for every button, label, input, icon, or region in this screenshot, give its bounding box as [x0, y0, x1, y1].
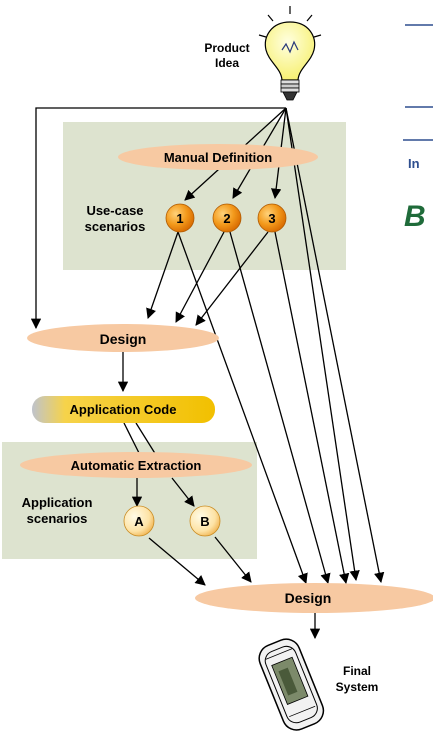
use-case-node-1-label: 1: [176, 211, 183, 226]
application-code-box: [32, 396, 215, 423]
app-node-b-label: B: [200, 514, 209, 529]
edge-code-extraction-1: [123, 422, 141, 456]
automatic-extraction-label: Automatic Extraction: [71, 458, 202, 473]
design-top-ellipse: [27, 324, 219, 352]
manual-definition-ellipse: [118, 144, 318, 170]
fragment-in-text: In: [408, 156, 420, 171]
edge-node1-design-bottom: [177, 231, 308, 584]
app-node-b: B: [189, 505, 221, 537]
automatic-extraction-ellipse: [20, 452, 252, 478]
use-case-node-3-label: 3: [268, 211, 275, 226]
application-scenarios-line2: scenarios: [27, 511, 88, 526]
light-bulb-icon: [258, 6, 322, 101]
edge-extraction-b: [171, 477, 195, 507]
right-edge-fragments: In B: [403, 24, 433, 233]
design-bottom-ellipse: [195, 583, 433, 613]
edge-code-extraction-2: [135, 422, 157, 456]
use-case-node-2: 2: [212, 203, 242, 233]
edge-node3-design-top: [195, 231, 269, 326]
edge-b-design-bottom: [214, 536, 252, 583]
manual-definition-label: Manual Definition: [164, 150, 272, 165]
edge-a-design-bottom: [148, 537, 206, 586]
edge-node2-design-top: [175, 231, 225, 323]
app-node-a: A: [123, 505, 155, 537]
use-case-node-1: 1: [165, 203, 195, 233]
use-case-node-2-label: 2: [223, 211, 230, 226]
fragment-b-text: B: [404, 200, 426, 233]
edge-node1-design-top: [146, 231, 179, 319]
application-code-label: Application Code: [70, 402, 177, 417]
use-case-label-line2: scenarios: [85, 219, 146, 234]
product-idea-line2: Idea: [215, 56, 239, 70]
edge-idea-design-bottom-a: [285, 107, 360, 582]
edge-node3-design-bottom: [274, 231, 350, 585]
edge-idea-design-top: [30, 107, 286, 330]
final-system-line1: Final: [343, 664, 371, 678]
final-system-line2: System: [336, 680, 379, 694]
phone-icon: [258, 638, 325, 731]
design-top-label: Design: [100, 331, 147, 347]
edge-idea-design-bottom-b: [285, 107, 385, 584]
use-case-label-line1: Use-case: [86, 203, 143, 218]
app-node-a-label: A: [134, 514, 144, 529]
edge-node2-design-bottom: [229, 231, 331, 585]
use-case-node-3: 3: [257, 203, 287, 233]
design-bottom-label: Design: [285, 590, 332, 606]
product-idea-line1: Product: [204, 41, 249, 55]
application-scenarios-line1: Application: [22, 495, 93, 510]
